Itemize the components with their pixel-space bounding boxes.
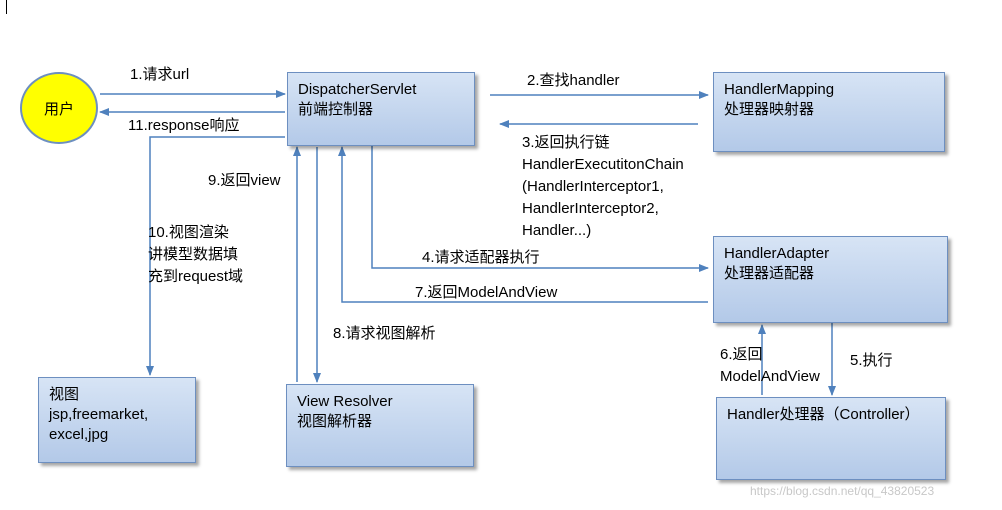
handler-adapter-subtitle: 处理器适配器 bbox=[724, 265, 815, 282]
edge-label-10: 10.视图渲染 讲模型数据填 充到request域 bbox=[148, 222, 243, 288]
edge-label-3-line-5: Handler...) bbox=[522, 222, 592, 239]
user-label: 用户 bbox=[43, 100, 74, 118]
edge-label-10-line-2: 讲模型数据填 bbox=[148, 246, 239, 263]
edge-label-4: 4.请求适配器执行 bbox=[422, 249, 540, 266]
view-types-2: excel,jpg bbox=[49, 426, 109, 443]
view-box: 视图 jsp,freemarket, excel,jpg bbox=[38, 377, 196, 463]
view-resolver-title: View Resolver bbox=[297, 393, 393, 410]
edge-label-6-line-1: 6.返回 bbox=[720, 346, 763, 363]
handler-controller-title: Handler处理器（Controller） bbox=[727, 406, 920, 423]
edge-label-6: 6.返回 ModelAndView bbox=[720, 344, 820, 388]
dispatcher-subtitle: 前端控制器 bbox=[298, 101, 374, 118]
arrow-10-render-view bbox=[146, 136, 285, 376]
handler-controller-box: Handler处理器（Controller） bbox=[716, 397, 946, 480]
edge-label-5: 5.执行 bbox=[850, 352, 893, 369]
edge-label-10-line-3: 充到request域 bbox=[148, 268, 244, 285]
text-cursor bbox=[6, 0, 7, 14]
view-title: 视图 bbox=[49, 386, 80, 403]
user-node: 用户 bbox=[20, 72, 98, 144]
handler-adapter-title: HandlerAdapter bbox=[724, 245, 830, 262]
view-types-1: jsp,freemarket, bbox=[49, 406, 149, 423]
handler-adapter-box: HandlerAdapter 处理器适配器 bbox=[713, 236, 948, 323]
edge-label-7: 7.返回ModelAndView bbox=[415, 284, 558, 301]
view-resolver-box: View Resolver 视图解析器 bbox=[286, 384, 474, 467]
arrow-7-return-modelandview bbox=[338, 146, 708, 303]
edge-label-3-line-1: 3.返回执行链 bbox=[522, 134, 610, 151]
edge-label-8: 8.请求视图解析 bbox=[333, 325, 436, 342]
edge-label-11: 11.response响应 bbox=[128, 117, 240, 134]
edge-label-10-line-1: 10.视图渲染 bbox=[148, 224, 229, 241]
handler-mapping-box: HandlerMapping 处理器映射器 bbox=[713, 72, 945, 152]
arrow-4-request-adapter bbox=[371, 143, 709, 272]
dispatcher-title: DispatcherServlet bbox=[298, 81, 417, 98]
edge-label-3-line-3: (HandlerInterceptor1, bbox=[522, 178, 664, 195]
edge-label-3-line-4: HandlerInterceptor2, bbox=[522, 200, 659, 217]
dispatcher-servlet-box: DispatcherServlet 前端控制器 bbox=[287, 72, 475, 146]
handler-mapping-subtitle: 处理器映射器 bbox=[724, 101, 815, 118]
edge-label-6-line-2: ModelAndView bbox=[720, 368, 820, 385]
edge-label-1: 1.请求url bbox=[130, 66, 190, 83]
edge-label-9: 9.返回view bbox=[208, 172, 281, 189]
watermark-url: https://blog.csdn.net/qq_43820523 bbox=[750, 484, 935, 498]
edge-label-2: 2.查找handler bbox=[527, 72, 620, 89]
edge-label-3: 3.返回执行链 HandlerExecutitonChain (HandlerI… bbox=[522, 132, 684, 242]
view-resolver-subtitle: 视图解析器 bbox=[297, 413, 373, 430]
handler-mapping-title: HandlerMapping bbox=[724, 81, 835, 98]
edge-label-3-line-2: HandlerExecutitonChain bbox=[522, 156, 684, 173]
